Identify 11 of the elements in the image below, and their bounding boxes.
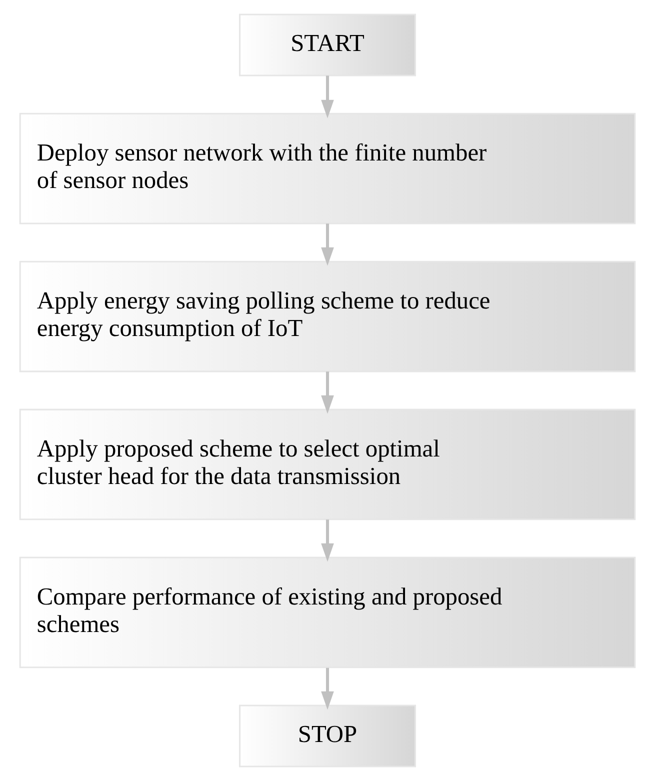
node-box: Deploy sensor network with the finite number of sensor nodes	[18, 112, 636, 224]
node-box: Apply proposed scheme to select optimal cluster head for the data transmission	[18, 408, 636, 520]
arrow	[320, 372, 334, 414]
node-box: STOP	[238, 704, 416, 768]
node-box: Compare performance of existing and proposed schemes	[18, 556, 636, 668]
arrow	[320, 224, 334, 266]
node-box: START	[238, 14, 416, 76]
arrow	[320, 520, 334, 562]
arrow	[320, 76, 334, 118]
node-box: Apply energy saving polling scheme to reduce energy consumption of IoT	[18, 260, 636, 372]
arrow	[320, 668, 334, 710]
